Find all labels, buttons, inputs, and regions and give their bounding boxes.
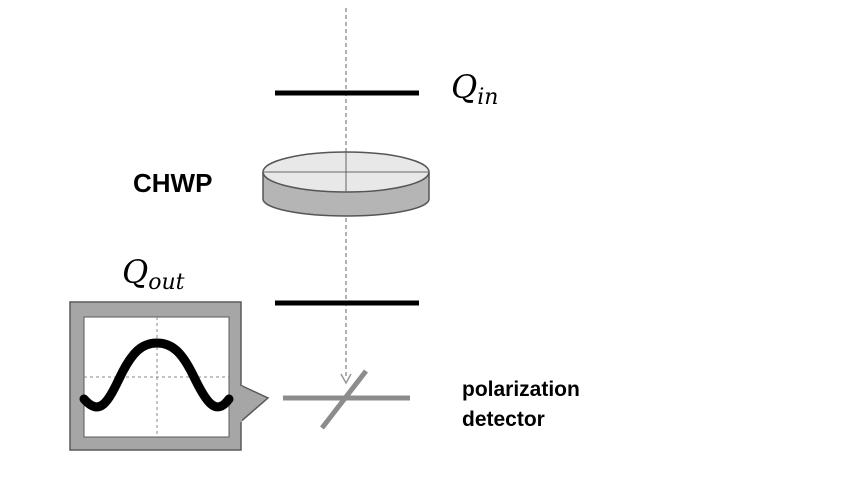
monitor-pointer xyxy=(237,382,270,426)
monitor-signal-wave xyxy=(79,338,234,412)
chwp-label: CHWP xyxy=(133,168,212,198)
q-out-label-sub: out xyxy=(148,270,184,295)
polarization-detector xyxy=(283,369,410,430)
detector-label-line-1: polarization xyxy=(462,378,580,401)
beam-arrowhead xyxy=(340,373,352,385)
q-in-label-main: Q xyxy=(451,68,477,106)
monitor-seam-cover xyxy=(238,386,242,422)
q-out-label-main: Q xyxy=(122,253,148,291)
signal-monitor xyxy=(69,301,270,451)
detector-label-line-2: detector xyxy=(462,408,545,431)
q-out-label: Qout xyxy=(122,253,185,295)
q-in-label: Qin xyxy=(451,68,498,110)
detector-diagonal xyxy=(320,369,368,430)
q-in-label-sub: in xyxy=(477,85,498,110)
chwp-plate xyxy=(262,151,430,217)
